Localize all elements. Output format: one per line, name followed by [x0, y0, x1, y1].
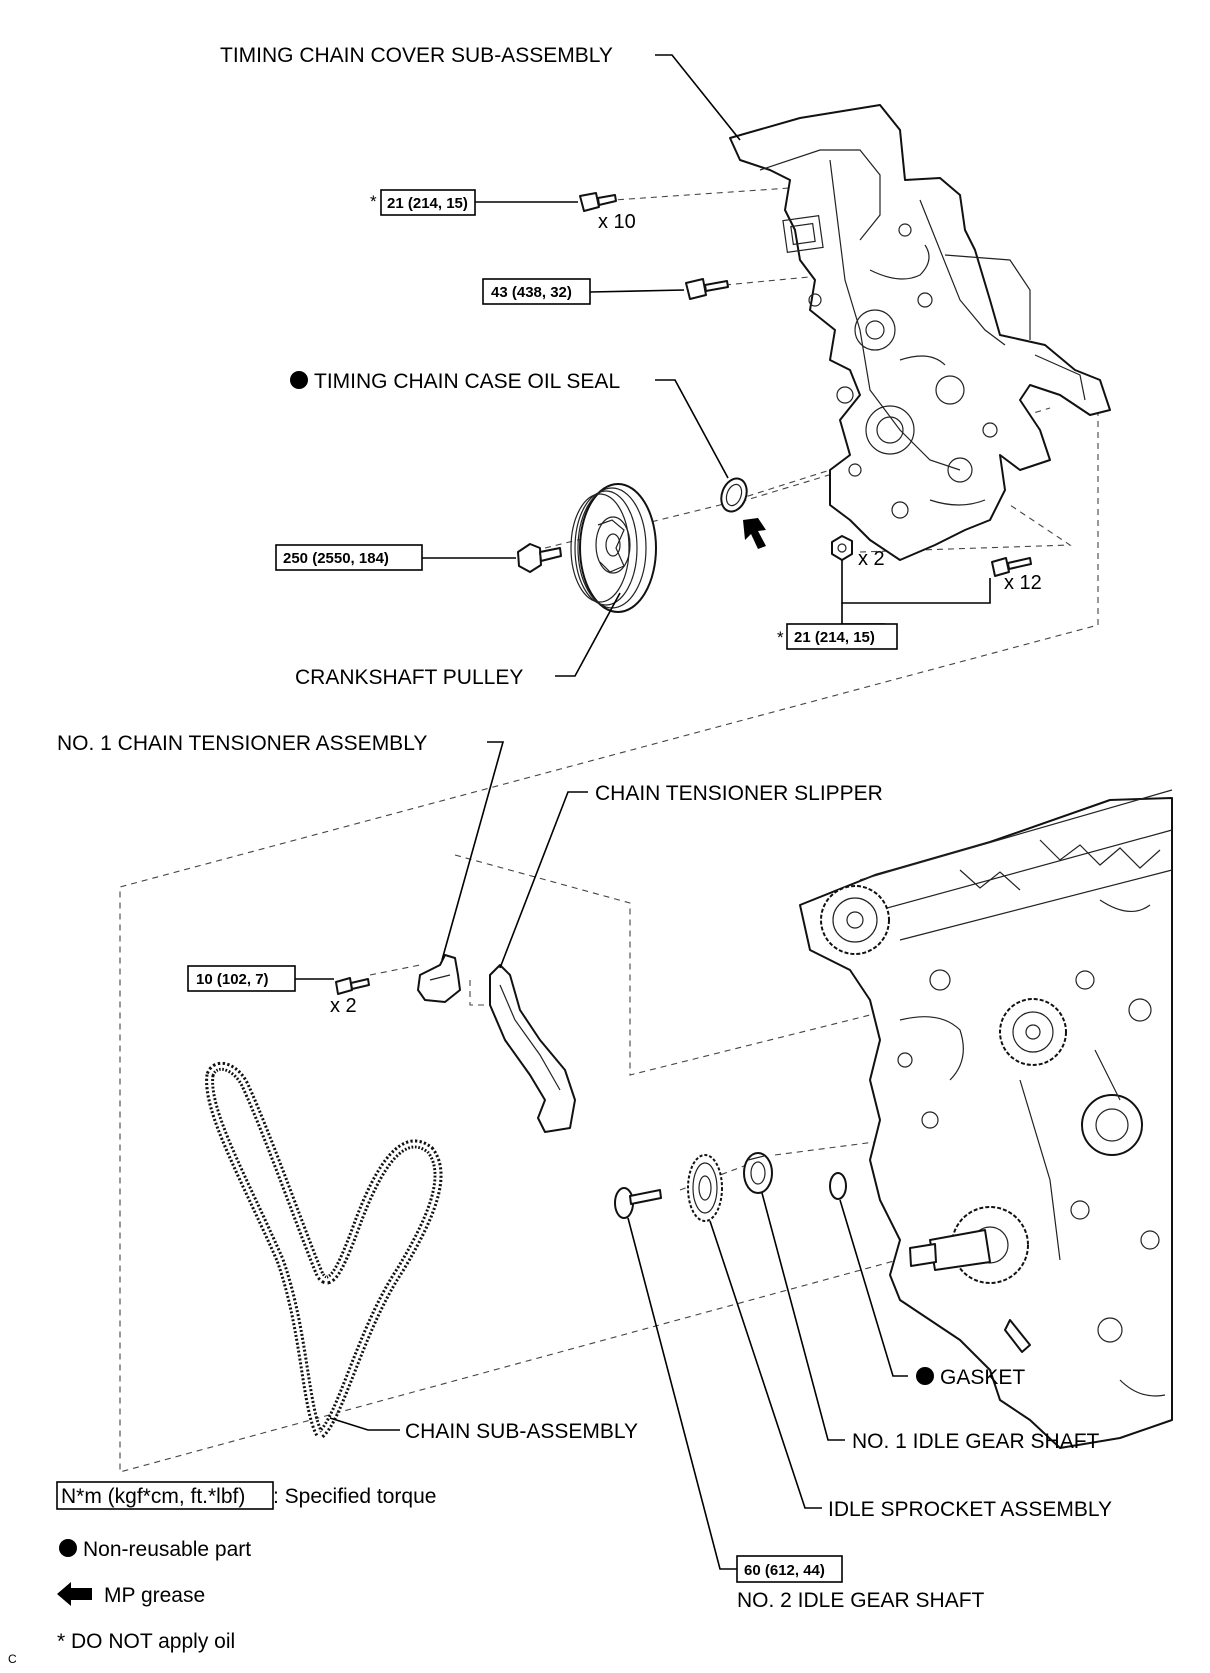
- idle-sprocket-drawing: [687, 1154, 723, 1222]
- asterisk-mark: *: [370, 192, 377, 211]
- legend-torque-unit: N*m (kgf*cm, ft.*lbf): [61, 1485, 245, 1508]
- tensioner-bolt-drawing: [335, 977, 370, 995]
- torque-box-cover-lower: [786, 623, 898, 650]
- mp-grease-arrow-icon: [57, 1582, 92, 1606]
- qty-lower-nuts: x 2: [858, 548, 885, 570]
- chain-sub-assembly-drawing: [205, 1061, 443, 1442]
- legend-torque-box: [56, 1481, 274, 1510]
- label-no2-idle-gear-shaft: NO. 2 IDLE GEAR SHAFT: [737, 1589, 985, 1612]
- torque-cover-large: 43 (438, 32): [491, 284, 572, 301]
- qty-tensioner-bolts: x 2: [330, 995, 357, 1017]
- bolt-x12-drawing: [991, 557, 1032, 577]
- label-no1-chain-tensioner: NO. 1 CHAIN TENSIONER ASSEMBLY: [57, 732, 427, 755]
- mp-grease-arrow-icon: [743, 518, 766, 549]
- non-reusable-icon: [916, 1367, 934, 1385]
- bolt-43-drawing: [685, 278, 729, 300]
- label-timing-chain-cover: TIMING CHAIN COVER SUB-ASSEMBLY: [220, 44, 613, 67]
- legend-non-reusable: Non-reusable part: [83, 1538, 251, 1561]
- oil-seal-drawing: [720, 477, 748, 513]
- bolt-x10-drawing: [579, 192, 617, 212]
- chain-tensioner-slipper-drawing: [489, 964, 576, 1133]
- nut-x2-drawing: [831, 535, 853, 561]
- label-crankshaft-pulley: CRANKSHAFT PULLEY: [295, 666, 523, 689]
- non-reusable-icon: [59, 1539, 77, 1557]
- leader-lines: [295, 54, 991, 1570]
- legend-torque-text: : Specified torque: [273, 1485, 436, 1508]
- torque-pulley: 250 (2550, 184): [283, 550, 389, 567]
- torque-box-no2-idle: [736, 1555, 843, 1583]
- chain-tensioner-drawing: [417, 954, 461, 1003]
- non-reusable-icon: [290, 371, 308, 389]
- engine-block-drawing: [799, 789, 1173, 1449]
- qty-cover-bolts: x 10: [598, 211, 636, 233]
- no1-idle-gear-shaft-drawing: [743, 1152, 773, 1194]
- label-chain-sub-assembly: CHAIN SUB-ASSEMBLY: [405, 1420, 638, 1443]
- corner-mark: C: [8, 1652, 17, 1666]
- label-idle-sprocket: IDLE SPROCKET ASSEMBLY: [828, 1498, 1112, 1521]
- label-no1-idle-gear-shaft: NO. 1 IDLE GEAR SHAFT: [852, 1430, 1100, 1453]
- torque-cover-small: 21 (214, 15): [387, 195, 468, 212]
- torque-box-pulley: [275, 544, 423, 571]
- pulley-bolt-drawing: [517, 543, 562, 573]
- asterisk-mark: *: [777, 628, 784, 647]
- legend-no-oil: * DO NOT apply oil: [57, 1630, 235, 1653]
- label-gasket: GASKET: [940, 1366, 1025, 1389]
- torque-cover-lower: 21 (214, 15): [794, 629, 875, 646]
- timing-chain-cover-drawing: [729, 104, 1111, 561]
- legend-mp-grease: MP grease: [104, 1584, 205, 1607]
- torque-box-cover-small: [380, 189, 476, 216]
- gasket-drawing: [829, 1172, 847, 1200]
- torque-box-cover-large: [482, 278, 591, 305]
- label-oil-seal: TIMING CHAIN CASE OIL SEAL: [314, 370, 620, 393]
- qty-lower-bolts: x 12: [1004, 572, 1042, 594]
- crankshaft-pulley-drawing: [570, 483, 657, 613]
- assembly-guide-lines: [119, 187, 1099, 1473]
- legend: N*m (kgf*cm, ft.*lbf) : Specified torque…: [56, 1481, 436, 1653]
- torque-no2-idle: 60 (612, 44): [744, 1562, 825, 1579]
- label-chain-tensioner-slipper: CHAIN TENSIONER SLIPPER: [595, 782, 883, 805]
- torque-tensioner: 10 (102, 7): [196, 971, 269, 988]
- torque-box-tensioner: [187, 965, 296, 992]
- no2-idle-gear-shaft-drawing: [614, 1187, 662, 1219]
